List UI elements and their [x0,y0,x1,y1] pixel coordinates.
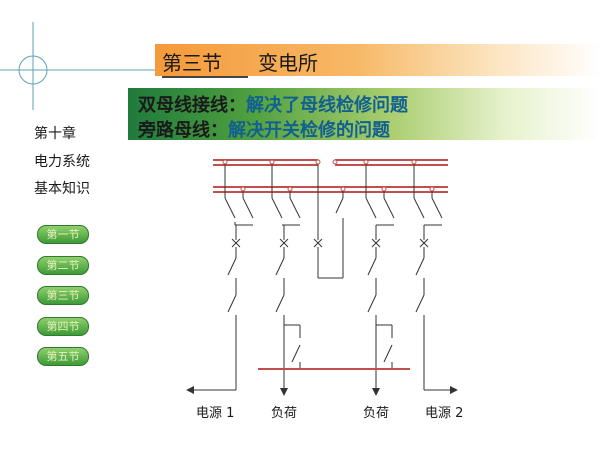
header-bar [155,44,600,76]
bus-bars [213,159,448,193]
label-source-2: 电源 2 [425,406,464,421]
crosshair-decoration [0,22,160,110]
topic-line-2: 旁路母线：解决开关检修的问题 [138,116,390,142]
nav-section-3[interactable]: 第三节 [37,286,89,305]
label-load-2: 负荷 [363,406,390,421]
section-name: 变电所 [258,51,318,75]
nav-section-5[interactable]: 第五节 [37,347,89,366]
nav-section-2[interactable]: 第二节 [37,256,89,275]
page-title: 第三节变电所 [162,47,318,78]
nav-section-1[interactable]: 第一节 [37,225,89,244]
chapter-subtitle-1: 电力系统 [34,154,90,170]
topic-bar [128,88,600,140]
chapter-subtitle-2: 基本知识 [34,181,90,197]
wiring [186,164,458,396]
label-source-1: 电源 1 [196,406,235,421]
topic-key: 旁路母线： [138,120,228,141]
nav-section-4[interactable]: 第四节 [37,317,89,336]
topic-value: 解决开关检修的问题 [228,120,390,141]
topic-key: 双母线接线： [138,95,246,116]
topic-line-1: 双母线接线：解决了母线检修问题 [138,91,408,117]
chapter-label: 第十章 [34,126,76,142]
topic-value: 解决了母线检修问题 [246,95,408,116]
section-number: 第三节 [162,47,248,78]
label-load-1: 负荷 [271,406,298,421]
